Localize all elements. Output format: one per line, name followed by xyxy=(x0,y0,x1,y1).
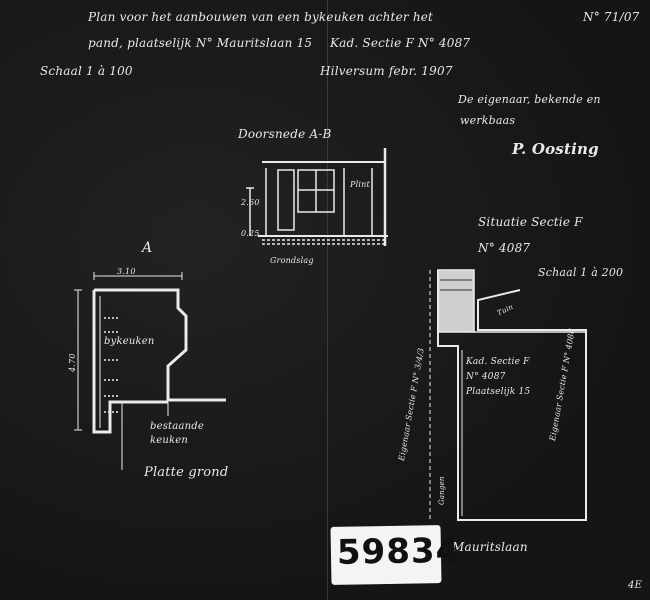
corner-mark: 4E xyxy=(628,580,643,591)
title-line-2: pand, plaatselijk N° Mauritslaan 15 xyxy=(88,36,313,50)
place-and-date: Hilversum febr. 1907 xyxy=(320,64,453,78)
situation-number: N° 4087 xyxy=(478,241,531,255)
owner-signature: P. Oosting xyxy=(512,140,599,158)
parcel-label-2: N° 4087 xyxy=(466,372,506,382)
existing-kitchen-label: bestaande keuken xyxy=(150,421,204,446)
owner-label-line-2: werkbaas xyxy=(460,114,516,127)
cadastral-reference: Kad. Sectie F N° 4087 xyxy=(330,36,471,50)
situation-drawing xyxy=(429,269,587,521)
paper-fold-line xyxy=(327,0,328,600)
archive-stamp: 59834 xyxy=(330,525,461,585)
section-foundation-note: Grondslag xyxy=(270,256,314,265)
plan-width-dimension: 3.10 xyxy=(117,267,136,276)
parcel-label-1: Kad. Sectie F xyxy=(466,357,530,367)
document-number: N° 71/07 xyxy=(583,10,640,24)
room-label-bykeuken: bykeuken xyxy=(104,336,155,347)
situation-title: Situatie Sectie F xyxy=(478,215,583,229)
archive-number: 59834 xyxy=(336,530,461,573)
floor-plan-drawing xyxy=(74,272,226,470)
parcel-label-3: Plaatselijk 15 xyxy=(466,387,531,397)
section-drawing xyxy=(246,148,388,246)
drawing-scale: Schaal 1 à 100 xyxy=(40,64,133,78)
title-line-1: Plan voor het aanbouwen van een bykeuken… xyxy=(88,10,434,24)
section-plinth-label: Plint xyxy=(350,180,370,189)
section-title: Doorsnede A-B xyxy=(238,127,332,141)
owner-label-line-1: De eigenaar, bekende en xyxy=(458,93,601,106)
section-mark-a: A xyxy=(142,240,153,256)
situation-scale: Schaal 1 à 200 xyxy=(538,266,624,279)
floor-plan-title: Platte grond xyxy=(144,465,229,480)
street-name: Mauritslaan xyxy=(452,540,528,554)
